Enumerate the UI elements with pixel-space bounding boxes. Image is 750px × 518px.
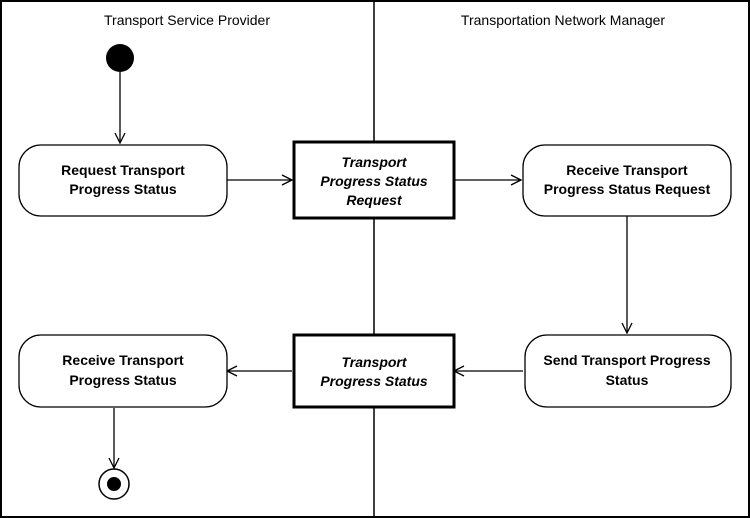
object-label-line1: Transport bbox=[341, 154, 407, 170]
swimlane-right-title: Transportation Network Manager bbox=[461, 12, 665, 28]
initial-node[interactable] bbox=[106, 44, 134, 72]
activity-label-line2: Progress Status Request bbox=[544, 181, 711, 197]
object-label-line1: Transport bbox=[341, 354, 407, 370]
activity-label-line1: Receive Transport bbox=[62, 352, 184, 368]
activity-label-line1: Request Transport bbox=[61, 162, 185, 178]
activity-receive-transport-progress-status-request[interactable]: Receive Transport Progress Status Reques… bbox=[522, 144, 732, 217]
final-node[interactable] bbox=[98, 468, 130, 500]
object-transport-progress-status[interactable]: Transport Progress Status bbox=[292, 333, 456, 409]
activity-request-transport-progress-status[interactable]: Request Transport Progress Status bbox=[18, 144, 228, 217]
activity-send-transport-progress-status[interactable]: Send Transport Progress Status bbox=[524, 334, 732, 408]
activity-receive-transport-progress-status[interactable]: Receive Transport Progress Status bbox=[18, 334, 228, 408]
object-label-line2: Progress Status bbox=[320, 173, 428, 189]
activity-label-line2: Progress Status bbox=[69, 181, 177, 197]
activity-label-line1: Send Transport Progress bbox=[543, 352, 710, 368]
activity-label-line1: Receive Transport bbox=[566, 162, 688, 178]
swimlane-left-title: Transport Service Provider bbox=[104, 12, 270, 28]
activity-label-line2: Status bbox=[606, 372, 649, 388]
object-label-line3: Request bbox=[346, 192, 403, 208]
object-transport-progress-status-request[interactable]: Transport Progress Status Request bbox=[292, 140, 456, 220]
object-label-line2: Progress Status bbox=[320, 373, 428, 389]
activity-label-line2: Progress Status bbox=[69, 372, 177, 388]
